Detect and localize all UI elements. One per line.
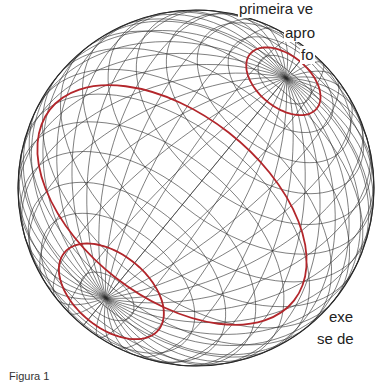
grid-line — [53, 78, 286, 305]
grid-line — [23, 42, 286, 298]
text-fragment: primeira ve — [238, 0, 314, 18]
grid-line — [59, 244, 164, 340]
grid-line — [104, 78, 286, 348]
grid-line — [106, 78, 349, 355]
grid-line — [81, 272, 134, 321]
grid-line — [106, 78, 287, 357]
grid-line — [43, 21, 286, 298]
grid-line — [41, 213, 194, 353]
grid-line — [136, 10, 371, 224]
grid-line — [106, 78, 335, 362]
sphere-outline — [18, 10, 374, 366]
grid-line — [21, 152, 256, 366]
grid-line — [106, 78, 370, 303]
grid-line — [108, 12, 374, 254]
grid-line — [96, 78, 286, 338]
grid-line — [106, 62, 324, 298]
text-fragment: apro — [284, 24, 316, 42]
grid-line — [83, 19, 371, 282]
grid-line — [18, 122, 284, 364]
grid-line — [22, 73, 286, 298]
figure-caption: Figura 1 — [8, 370, 50, 383]
text-fragment: fo — [300, 46, 315, 64]
red-curves — [0, 37, 351, 373]
grid-line — [197, 23, 350, 163]
grid-line — [29, 69, 331, 345]
text-fragment: se de — [316, 330, 355, 348]
grid-line — [106, 78, 361, 346]
grid-line — [68, 78, 286, 314]
grid-line — [106, 71, 339, 298]
red-ellipse — [0, 37, 351, 373]
grid-line — [29, 78, 286, 298]
grid-line — [106, 39, 296, 299]
sphere-grid — [18, 10, 374, 366]
grid-line — [40, 78, 286, 299]
grid-line — [61, 31, 363, 307]
text-fragment: exe — [328, 308, 354, 326]
grid-line — [31, 31, 286, 299]
grid-line — [59, 244, 164, 340]
grid-line — [18, 65, 286, 299]
grid-line — [105, 19, 286, 298]
grid-line — [228, 37, 333, 133]
